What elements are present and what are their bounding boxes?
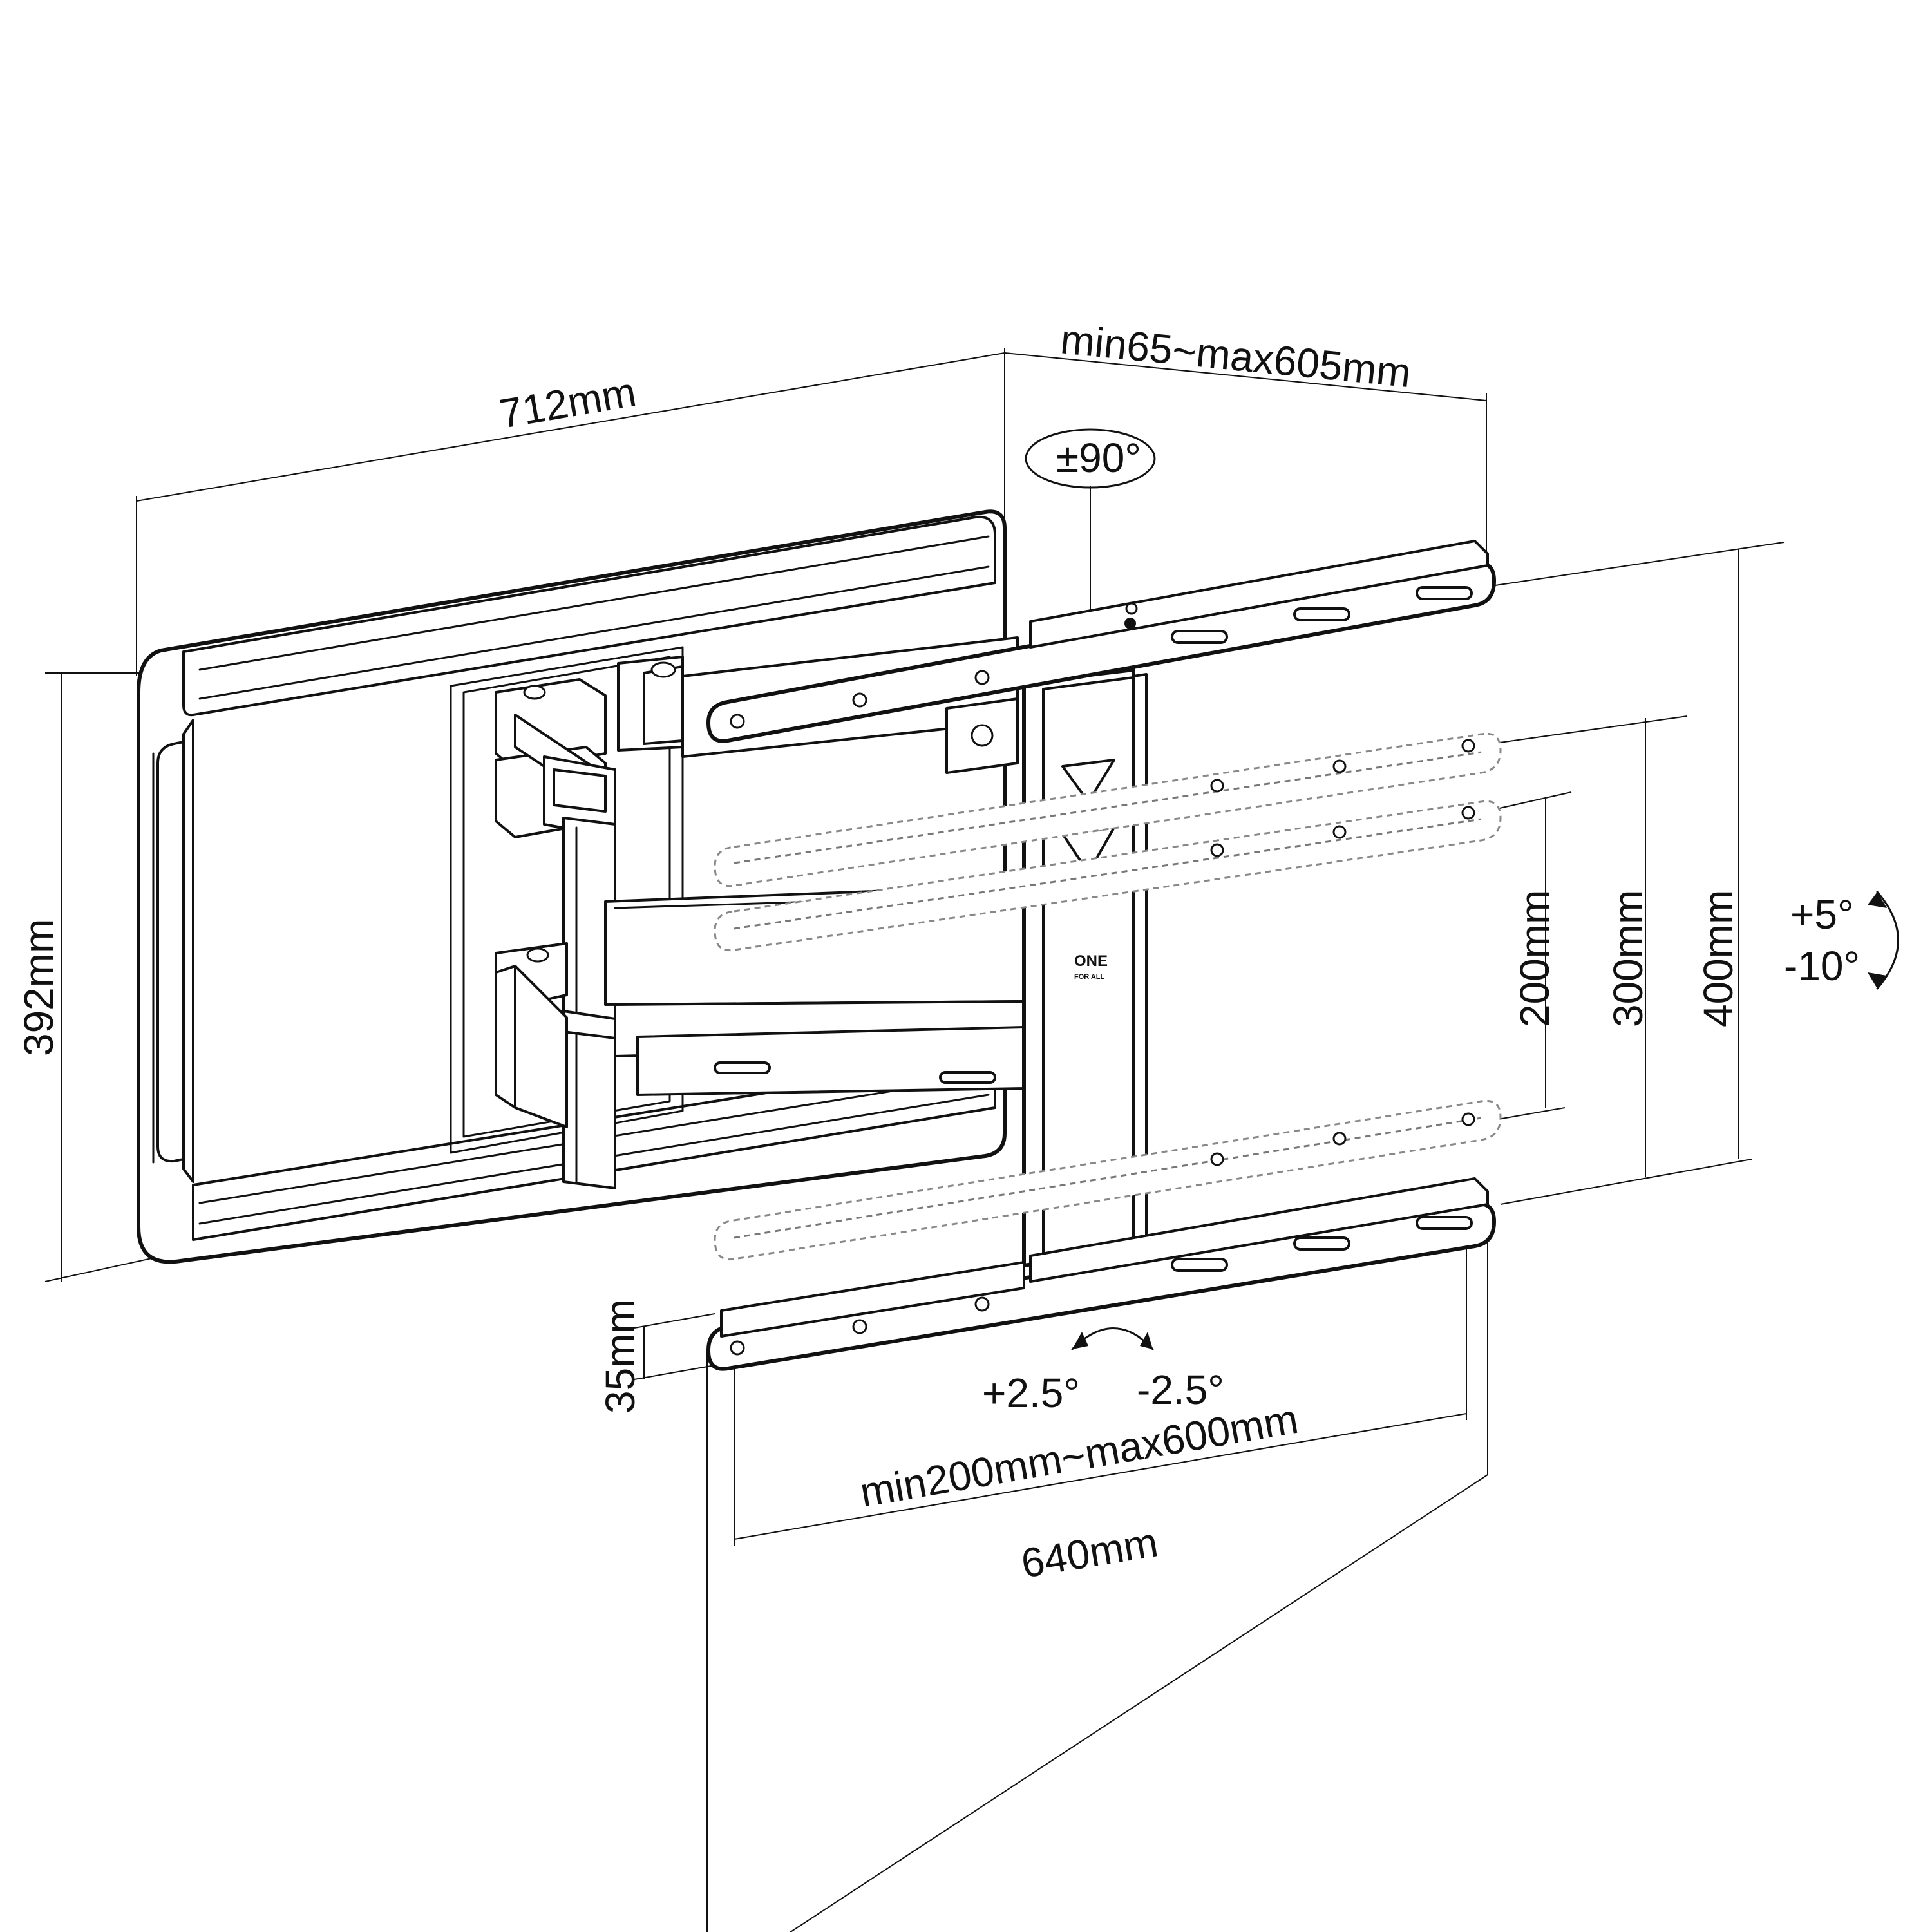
dim-level-minus: -2.5° (1137, 1367, 1224, 1413)
brand-logo-line1: ONE (1074, 952, 1108, 970)
dim-tilt-up: +5° (1790, 891, 1854, 938)
tilt-arrow (1876, 891, 1899, 990)
bottom-tv-rail (706, 1177, 1496, 1371)
ghost-rails (714, 732, 1502, 1261)
dim-tilt-down: -10° (1784, 943, 1860, 989)
dim-rail-thickness: 35mm (597, 1299, 643, 1414)
dim-extension: min65~max605mm (1059, 316, 1413, 396)
swivel-bubble (1025, 428, 1156, 489)
dim-vesa-200: 200mm (1511, 890, 1558, 1027)
dim-wall-plate-height: 392mm (15, 919, 62, 1056)
dim-vesa-400: 400mm (1695, 890, 1741, 1027)
brand-logo-line2: FOR ALL (1074, 973, 1105, 981)
dimension-lines (44, 348, 1785, 1932)
top-tv-rail (706, 540, 1496, 743)
dim-level-plus: +2.5° (982, 1370, 1080, 1416)
dim-vesa-300: 300mm (1605, 890, 1651, 1027)
dim-swivel: ±90° (1056, 435, 1141, 481)
dim-rail-length: 640mm (1018, 1519, 1161, 1587)
